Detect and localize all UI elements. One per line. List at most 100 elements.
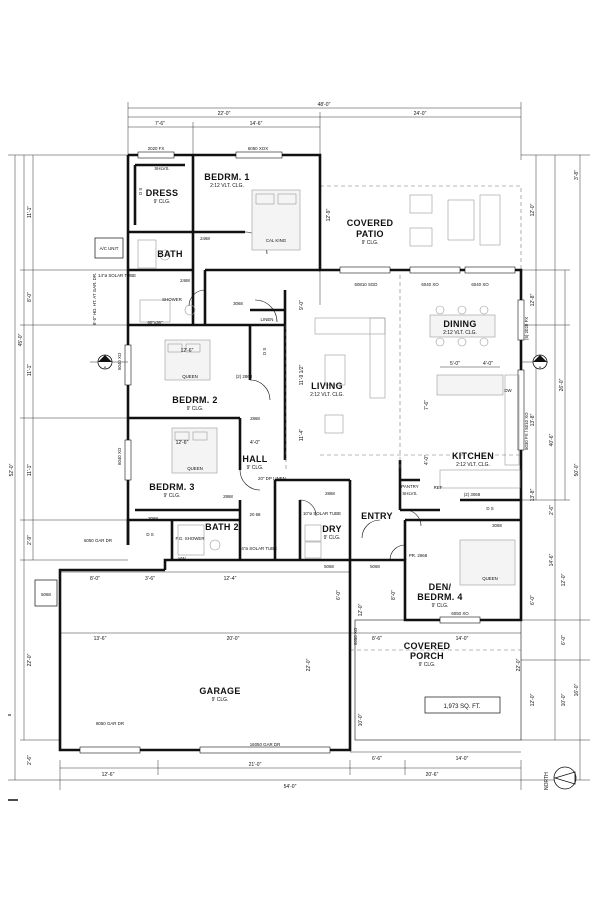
note-shower: SHOWER bbox=[162, 297, 182, 302]
tag-2868-c: 2868 bbox=[223, 494, 233, 499]
tag-6050xox: 6050 XOX bbox=[248, 146, 268, 151]
section-marker-left: A bbox=[90, 354, 128, 370]
dim-left-11-1b: 11'-1" bbox=[27, 364, 33, 377]
note-ds-3: D S bbox=[138, 188, 143, 195]
tag-6040xo-d2: 6040 XO bbox=[471, 282, 489, 287]
dim-right-12-8: 12'-8" bbox=[530, 293, 536, 306]
dim-porch-10: 10'-0" bbox=[358, 713, 364, 726]
dim-bot-6-6: 6'-6" bbox=[372, 756, 382, 762]
section-marker-right: A bbox=[521, 354, 548, 370]
dim-p-6-0: 6'-0" bbox=[530, 595, 536, 605]
note-covered-patio: 9' CLG. bbox=[362, 240, 379, 246]
note-fg-shower: F.G. SHOWER bbox=[175, 536, 204, 541]
dim-left-45: 45'-0" bbox=[18, 333, 24, 346]
dim-den-6-0: 6'-0" bbox=[336, 590, 342, 600]
tag-5068-e2: 5068 bbox=[370, 564, 380, 569]
note-dress: 9' CLG. bbox=[154, 199, 171, 205]
dim-e-8-6: 8'-6" bbox=[372, 636, 382, 642]
dim-bot-21-0: 21'-0" bbox=[249, 762, 262, 768]
note-dry: 9' CLG. bbox=[324, 535, 341, 541]
dim-liv-9-0: 9'-0" bbox=[299, 300, 305, 310]
note-linen-2: 20" DP LINEN bbox=[258, 476, 286, 481]
room-bedrm2: BEDRM. 2 bbox=[172, 395, 217, 405]
tag-6050xo-den: 6050 XO bbox=[451, 611, 469, 616]
tag-3068-a: 3068 bbox=[233, 301, 243, 306]
ac-unit-box bbox=[94, 237, 124, 259]
tag-2868-a: (2) 2868 bbox=[236, 374, 253, 379]
room-den-1: DEN/ bbox=[429, 582, 452, 592]
note-den: 9' CLG. bbox=[432, 603, 449, 609]
note-linen-1: LINEN bbox=[261, 317, 274, 322]
room-bath: BATH bbox=[157, 249, 183, 259]
dim-k-4-0b: 4'-0" bbox=[424, 455, 430, 465]
dim-right-3-8: 3'-8" bbox=[574, 170, 580, 180]
area-label: 1,973 SQ. FT. bbox=[443, 704, 480, 710]
dim-left-8: 8'-0" bbox=[27, 292, 33, 302]
area-box bbox=[424, 696, 501, 714]
note-queen-1: QUEEN bbox=[182, 374, 198, 379]
tag-5030: 5030 FX / 5010 XO bbox=[524, 412, 529, 450]
note-living: 2:12 VLT. CLG. bbox=[310, 392, 344, 398]
dim-right-12-0: 12'-0" bbox=[530, 203, 536, 216]
tag-3068-g: 3068 bbox=[492, 523, 502, 528]
note-pr-2668: PR. 2668 bbox=[409, 553, 428, 558]
tag-16050-gar: 16050 GAR DR bbox=[250, 742, 281, 747]
note-shlvs-1: SHLVS. bbox=[154, 166, 169, 171]
dim-right-6-0: 6'-0" bbox=[561, 635, 567, 645]
dim-left-22: 22'-0" bbox=[27, 653, 33, 666]
tag-2468-b: 2468 bbox=[180, 278, 190, 283]
tag-5068-e1: 5068 bbox=[324, 564, 334, 569]
dim-right-26-0: 26'-0" bbox=[559, 378, 565, 391]
note-ds-1: D S bbox=[146, 532, 153, 537]
note-shower-size: 60"x36" bbox=[147, 320, 163, 325]
room-covered-patio-1: COVERED bbox=[347, 218, 394, 228]
dim-e-8-0: 8'-0" bbox=[391, 590, 397, 600]
tag-5068-side: 5068 bbox=[41, 592, 51, 597]
dim-left-2-6: 2'-6" bbox=[27, 755, 33, 765]
note-bedrm1: 2:12 VLT. CLG. bbox=[210, 183, 244, 189]
plan-notes: 14"ø SOLAR TUBE SHOWER 60"x36" SHLVS. LI… bbox=[98, 166, 513, 581]
dim-g-13-6: 13'-6" bbox=[94, 636, 107, 642]
room-den-2: BEDRM. 4 bbox=[417, 592, 462, 602]
tag-8050-gar: 8050 GAR DR bbox=[96, 721, 124, 726]
room-dress: DRESS bbox=[146, 188, 179, 198]
dim-right-16-0: 16'-0" bbox=[574, 683, 580, 696]
dim-k-5-0: 5'-0" bbox=[450, 361, 460, 367]
dim-left-11-1: 11'-1" bbox=[27, 206, 33, 219]
tag-2468-a: 2468 bbox=[200, 236, 210, 241]
section-label-right: A bbox=[539, 365, 542, 370]
note-solar-tube-1: 14"ø SOLAR TUBE bbox=[98, 273, 136, 278]
dim-right-13-8b: 13'-8" bbox=[530, 488, 536, 501]
note-dw: DW bbox=[504, 388, 512, 393]
north-arrow-icon: NORTH bbox=[544, 766, 577, 790]
section-label-left: A bbox=[104, 365, 107, 370]
note-garage: 9' CLG. bbox=[212, 697, 229, 703]
note-shlvs-2: SHLVS. bbox=[402, 491, 417, 496]
note-queen-3: QUEEN bbox=[482, 576, 498, 581]
dim-left-total: 52'-0" bbox=[9, 463, 15, 476]
dim-left-11-1c: 11'-1" bbox=[27, 464, 33, 477]
dim-left-2-9: 2'-9" bbox=[27, 535, 33, 545]
note-ds-4: D S bbox=[262, 348, 267, 355]
tag-hd-note: 8'-0" HD. HT. AT GAR. DR. bbox=[92, 273, 97, 325]
dim-top-24: 24'-0" bbox=[414, 111, 427, 117]
ac-unit-label: A/C UNIT bbox=[100, 246, 119, 251]
note-pantry: PANTRY bbox=[401, 484, 418, 489]
dim-right-50-0: 50'-0" bbox=[574, 463, 580, 476]
room-bath2: BATH 2 bbox=[205, 522, 239, 532]
dim-h-4-0: 4'-0" bbox=[250, 440, 260, 446]
room-living: LIVING bbox=[311, 381, 343, 391]
room-kitchen: KITCHEN bbox=[452, 451, 494, 461]
dim-b2-12-6: 12'-6" bbox=[181, 348, 194, 354]
dim-g-8-0: 8'-0" bbox=[90, 576, 100, 582]
dim-right-40-6: 40'-6" bbox=[549, 433, 555, 446]
tag-3068-k: (2) 3068 bbox=[464, 492, 481, 497]
room-dining: DINING bbox=[443, 319, 476, 329]
note-kitchen: 2:12 VLT. CLG. bbox=[456, 462, 490, 468]
note-hall: 9' CLG. bbox=[247, 465, 264, 471]
room-dry: DRY bbox=[322, 524, 342, 534]
dim-right-2-6: 2'-6" bbox=[549, 505, 555, 515]
tag-6050-gar-l: 6050 GAR DR bbox=[84, 538, 112, 543]
dim-right-14-6: 14'-6" bbox=[549, 553, 555, 566]
dim-top-7-6: 7'-6" bbox=[155, 121, 165, 127]
